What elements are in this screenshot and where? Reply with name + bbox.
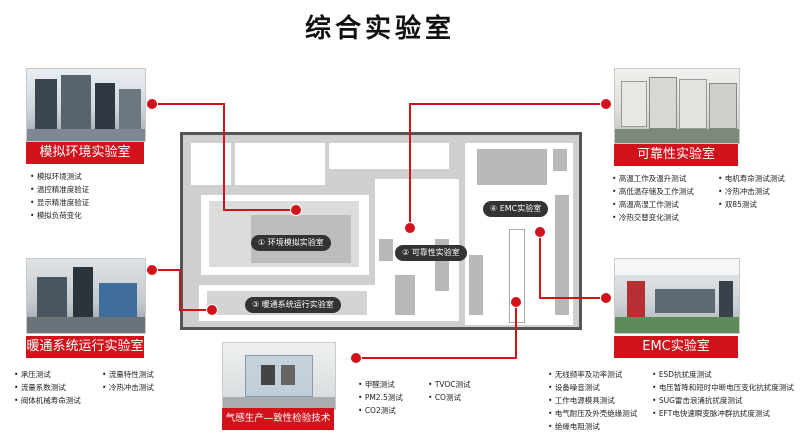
list-item: EFT电快速瞬变脉冲群抗扰度测试: [652, 407, 794, 420]
list-item: 流量系数测试: [14, 381, 81, 394]
connector-dot: [290, 204, 302, 216]
connector-dot: [600, 98, 612, 110]
list-item: 甲醛测试: [358, 378, 403, 391]
reliability-lab-list-col1: 高温工作及温升测试 高低温存储及工作测试 高温高湿工作测试 冷热交替变化测试: [612, 172, 694, 224]
floor-equipment: [469, 255, 483, 315]
connector-env: [152, 103, 296, 211]
floor-equipment: [379, 239, 393, 261]
list-item: SUG雷击浪涌抗扰度测试: [652, 394, 794, 407]
connector-gas: [356, 302, 517, 359]
list-item: 承压测试: [14, 368, 81, 381]
list-item: 高低温存储及工作测试: [612, 185, 694, 198]
list-item: 阀体机械寿命测试: [14, 394, 81, 407]
list-item: 模拟环境测试: [30, 170, 89, 183]
page-title: 综合实验室: [304, 14, 455, 44]
reliability-lab-photo: [614, 68, 740, 144]
connector-dot: [146, 98, 158, 110]
hvac-lab-list-col1: 承压测试 流量系数测试 阀体机械寿命测试: [14, 368, 81, 407]
room1-label: ① 环境模拟实验室: [251, 235, 331, 251]
hvac-lab-photo: [26, 258, 146, 334]
list-item: 高温高湿工作测试: [612, 198, 694, 211]
connector-dot: [510, 296, 522, 308]
list-item: 流量特性测试: [102, 368, 154, 381]
list-item: 设备噪音测试: [548, 381, 637, 394]
list-item: 模拟负荷变化: [30, 209, 89, 222]
list-item: 绝缘电阻测试: [548, 420, 637, 433]
list-item: 无线频率及功率测试: [548, 368, 637, 381]
connector-dot: [146, 264, 158, 276]
list-item: CO2测试: [358, 404, 403, 417]
env-lab-label: 模拟环境实验室: [26, 142, 144, 164]
list-item: 显示精准度验证: [30, 196, 90, 209]
emc-lab-label: EMC实验室: [614, 336, 738, 358]
connector-emc: [539, 232, 606, 299]
connector-dot: [600, 292, 612, 304]
list-item: 冷热冲击测试: [102, 381, 154, 394]
floor-equipment: [477, 149, 547, 185]
list-item: 工作电源模具测试: [548, 394, 637, 407]
list-item: CO测试: [428, 391, 471, 404]
list-item: 冷热交替变化测试: [612, 211, 694, 224]
list-item: 高温工作及温升测试: [612, 172, 694, 185]
env-lab-list: 模拟环境测试 温控精准度验证 显示精准度验证 模拟负荷变化: [30, 170, 90, 222]
floor-equipment: [555, 195, 569, 315]
connector-reliability: [409, 103, 606, 226]
gas-lab-label: 气感生产—致性检验技术: [222, 408, 334, 430]
list-item: 电压暂降和短时中断电压变化抗扰度测试: [652, 381, 794, 394]
env-lab-photo: [26, 68, 146, 142]
gas-lab-photo: [222, 342, 336, 410]
list-item: 电气耐压及外壳绝缘测试: [548, 407, 638, 420]
reliability-lab-list-col2: 电机寿命测试测试 冷热冲击测试 双85测试: [718, 172, 785, 211]
reliability-lab-label: 可靠性实验室: [614, 144, 738, 166]
hvac-lab-list-col2: 流量特性测试 冷热冲击测试: [102, 368, 154, 394]
connector-dot: [206, 304, 218, 316]
connector-dot: [350, 352, 362, 364]
list-item: 双85测试: [718, 198, 785, 211]
list-item: TVOC测试: [428, 378, 471, 391]
connector-hvac: [152, 269, 212, 311]
room2-label: ② 可靠性实验室: [395, 245, 467, 261]
gas-lab-list-col2: TVOC测试 CO测试: [428, 378, 471, 404]
emc-lab-list-col1: 无线频率及功率测试 设备噪音测试 工作电源模具测试 电气耐压及外壳绝缘测试 绝缘…: [548, 368, 638, 433]
floor-plan: ① 环境模拟实验室 ② 可靠性实验室 ③ 暖通系统运行实验室 ④ EMC实验室: [180, 132, 582, 330]
connector-dot: [534, 226, 546, 238]
list-item: PM2.5测试: [358, 391, 403, 404]
floor-room: [235, 143, 325, 185]
floor-equipment: [395, 275, 415, 315]
room4-label: ④ EMC实验室: [483, 201, 549, 217]
list-item: 温控精准度验证: [30, 183, 90, 196]
hvac-lab-label: 暖通系统运行实验室: [26, 336, 144, 358]
emc-lab-photo: [614, 258, 740, 334]
gas-lab-list-col1: 甲醛测试 PM2.5测试 CO2测试: [358, 378, 403, 417]
list-item: 电机寿命测试测试: [718, 172, 785, 185]
floor-room: [329, 143, 449, 169]
emc-lab-list-col2: ESD抗扰度测试 电压暂降和短时中断电压变化抗扰度测试 SUG雷击浪涌抗扰度测试…: [652, 368, 794, 420]
room3-label: ③ 暖通系统运行实验室: [245, 297, 341, 313]
floor-equipment: [553, 149, 567, 171]
list-item: 冷热冲击测试: [718, 185, 785, 198]
list-item: ESD抗扰度测试: [652, 368, 794, 381]
connector-dot: [404, 222, 416, 234]
